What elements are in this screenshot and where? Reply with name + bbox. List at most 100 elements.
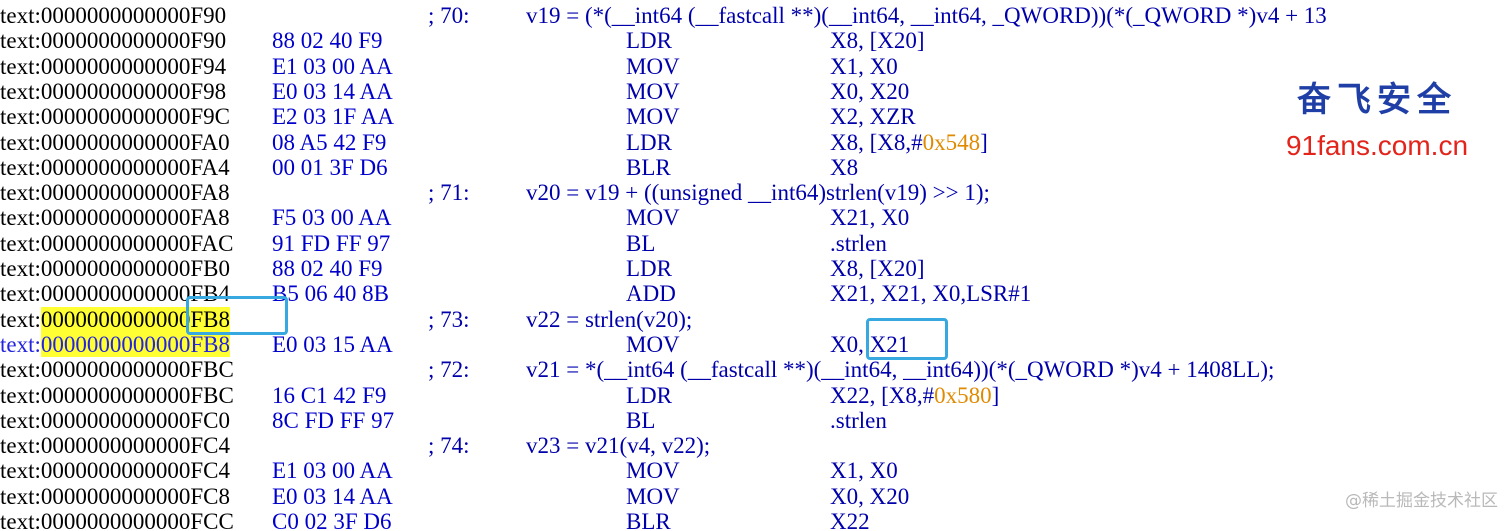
address-hex[interactable]: 0000000000000F90 bbox=[40, 28, 227, 54]
address-hex[interactable]: 0000000000000FBC bbox=[40, 357, 234, 383]
address[interactable]: text:0000000000000FCC bbox=[0, 509, 234, 531]
operands[interactable]: X1, X0 bbox=[830, 458, 898, 483]
line-comment: ; 73: bbox=[428, 306, 470, 332]
listing-line[interactable]: text:0000000000000FA8; 71:v20 = v19 + ((… bbox=[0, 180, 1512, 205]
address-hex[interactable]: 0000000000000FC4 bbox=[40, 458, 231, 484]
address[interactable]: text:0000000000000F9C bbox=[0, 104, 230, 129]
address-hex[interactable]: 0000000000000FA0 bbox=[40, 129, 230, 155]
address-hex[interactable]: 0000000000000FAC bbox=[40, 230, 234, 256]
operands[interactable]: X21, X0 bbox=[830, 205, 909, 230]
address[interactable]: text:0000000000000F98 bbox=[0, 79, 226, 104]
watermark-logo: 奋飞安全 91fans.com.cn bbox=[1262, 78, 1492, 164]
operands[interactable]: X1, X0 bbox=[830, 54, 898, 79]
operands[interactable]: X22, [X8,#0x580] bbox=[830, 383, 999, 408]
operands[interactable]: .strlen bbox=[830, 231, 887, 256]
operands[interactable]: X2, XZR bbox=[830, 104, 916, 129]
operands[interactable]: X22 bbox=[830, 509, 870, 531]
address-hex[interactable]: 0000000000000F9C bbox=[40, 104, 231, 130]
address[interactable]: text:0000000000000FBC bbox=[0, 357, 234, 382]
address[interactable]: text:0000000000000FBC bbox=[0, 383, 234, 408]
listing-line[interactable]: text:0000000000000FB8; 73:v22 = strlen(v… bbox=[0, 306, 1512, 332]
address-hex[interactable]: 0000000000000FC8 bbox=[40, 483, 231, 509]
address[interactable]: text:0000000000000F94 bbox=[0, 54, 226, 79]
address[interactable]: text:0000000000000FAC bbox=[0, 231, 233, 256]
mnemonic[interactable]: MOV bbox=[626, 205, 680, 231]
address-hex[interactable]: 0000000000000FCC bbox=[40, 509, 234, 531]
address[interactable]: text:0000000000000FB0 bbox=[0, 256, 230, 281]
address[interactable]: text:0000000000000FB4 bbox=[0, 281, 230, 306]
address-hex[interactable]: 0000000000000FC4 bbox=[40, 433, 231, 459]
mnemonic[interactable]: ADD bbox=[626, 281, 676, 307]
mnemonic[interactable]: BLR bbox=[626, 154, 671, 180]
address[interactable]: text:0000000000000FA4 bbox=[0, 155, 230, 180]
address-hex[interactable]: 0000000000000F90 bbox=[40, 3, 227, 28]
mnemonic[interactable]: MOV bbox=[626, 483, 680, 509]
mnemonic[interactable]: BL bbox=[626, 230, 656, 256]
mnemonic[interactable]: LDR bbox=[626, 129, 672, 155]
address-hex[interactable]: 0000000000000FA8 bbox=[40, 180, 230, 206]
address-hex[interactable]: 0000000000000FBC bbox=[40, 382, 234, 408]
mnemonic[interactable]: LDR bbox=[626, 382, 672, 408]
mnemonic[interactable]: MOV bbox=[626, 331, 680, 357]
address-hex[interactable]: 0000000000000FB8 bbox=[40, 331, 231, 357]
address-hex[interactable]: 0000000000000F94 bbox=[40, 53, 227, 79]
operands[interactable]: X8, [X20] bbox=[830, 28, 925, 53]
address[interactable]: text:0000000000000FA0 bbox=[0, 130, 230, 155]
mnemonic[interactable]: BLR bbox=[626, 509, 671, 531]
address[interactable]: text:0000000000000FC0 bbox=[0, 408, 230, 433]
mnemonic[interactable]: LDR bbox=[626, 28, 672, 54]
operands[interactable]: X8, [X20] bbox=[830, 256, 925, 281]
address[interactable]: text:0000000000000FA8 bbox=[0, 180, 230, 205]
address[interactable]: text:0000000000000FB8 bbox=[0, 331, 231, 357]
segment-prefix: text: bbox=[0, 104, 41, 130]
operands[interactable]: X0, X21 bbox=[830, 332, 909, 357]
mnemonic[interactable]: LDR bbox=[626, 256, 672, 281]
address-hex[interactable]: 0000000000000FA4 bbox=[40, 154, 230, 180]
address[interactable]: text:0000000000000FC4 bbox=[0, 433, 230, 458]
listing-line[interactable]: text:0000000000000FBC; 72:v21 = *(__int6… bbox=[0, 357, 1512, 382]
address[interactable]: text:0000000000000FC8 bbox=[0, 484, 230, 509]
address[interactable]: text:0000000000000FC4 bbox=[0, 458, 230, 483]
operands[interactable]: X0, X20 bbox=[830, 484, 909, 509]
address-hex[interactable]: 0000000000000FC0 bbox=[40, 407, 231, 433]
address[interactable]: text:0000000000000FB8 bbox=[0, 306, 231, 332]
address[interactable]: text:0000000000000F90 bbox=[0, 28, 226, 53]
operand-text: .strlen bbox=[830, 407, 887, 433]
address-hex[interactable]: 0000000000000FB8 bbox=[40, 306, 231, 332]
mnemonic[interactable]: BL bbox=[626, 407, 656, 433]
operands[interactable]: X8, [X8,#0x548] bbox=[830, 130, 988, 155]
mnemonic[interactable]: MOV bbox=[626, 78, 680, 104]
address[interactable]: text:0000000000000F90 bbox=[0, 3, 226, 28]
operands[interactable]: .strlen bbox=[830, 408, 887, 433]
mnemonic[interactable]: MOV bbox=[626, 458, 680, 484]
operands[interactable]: X0, X20 bbox=[830, 79, 909, 104]
listing-line[interactable]: text:0000000000000F90; 70:v19 = (*(__int… bbox=[0, 3, 1512, 28]
address-hex[interactable]: 0000000000000FA8 bbox=[40, 205, 230, 231]
listing-line[interactable]: text:0000000000000FC4; 74:v23 = v21(v4, … bbox=[0, 433, 1512, 458]
operands[interactable]: X8 bbox=[830, 155, 858, 180]
address[interactable]: text:0000000000000FA8 bbox=[0, 205, 230, 230]
address-hex[interactable]: 0000000000000F98 bbox=[40, 78, 227, 104]
operands[interactable]: X21, X21, X0,LSR#1 bbox=[830, 281, 1031, 306]
mnemonic[interactable]: MOV bbox=[626, 53, 680, 79]
address-hex[interactable]: 0000000000000FB0 bbox=[40, 256, 231, 281]
mnemonic[interactable]: MOV bbox=[626, 104, 680, 130]
address-hex[interactable]: 0000000000000FB4 bbox=[40, 281, 231, 307]
